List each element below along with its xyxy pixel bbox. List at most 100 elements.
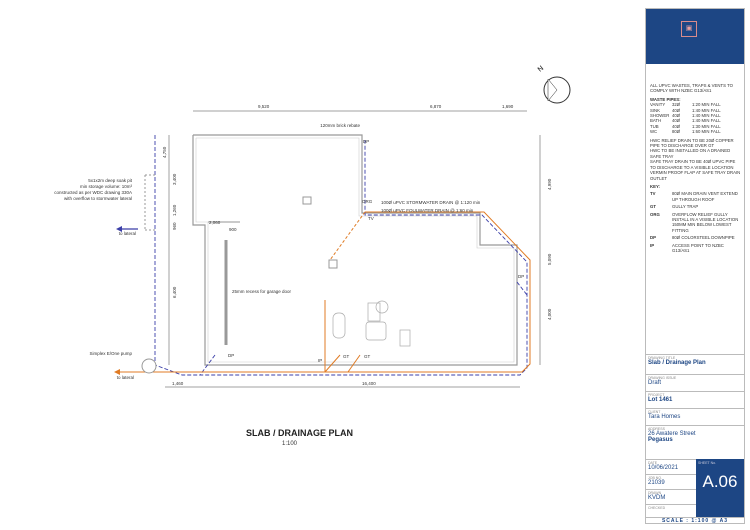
tag-dp: DP [363, 139, 369, 144]
north-arrow-icon [543, 76, 571, 104]
title-block: ▣ ALL uPVC WASTES, TRAPS & VENTS TO COMP… [645, 8, 745, 524]
label: JOB No. [648, 476, 663, 480]
waste-fixture: WC [650, 129, 658, 135]
waste-heading: WASTE PIPES: [650, 96, 681, 102]
to-lateral-label-2: to lateral [117, 375, 134, 380]
label: CHECKED [648, 506, 666, 510]
dim-top-1: 9,520 [258, 104, 270, 109]
plan-title: SLAB / DRAINAGE PLAN [246, 428, 353, 438]
note-paragraph: HWC TO BE INSTALLED ON A DRAINED SAFE TR… [650, 148, 731, 159]
foulwater-arrow [114, 369, 120, 375]
field-job: JOB No.21039 [646, 474, 696, 486]
project: Lot 1461 [648, 397, 673, 403]
dim-inner-1: 2,060 [209, 220, 221, 225]
note-paragraph: SAFE TRAY DRAIN TO BE 40Ø uPVC PIPE TO D… [650, 159, 736, 170]
waste-fall: 1:20 MIN FALL [692, 102, 721, 108]
waste-fall: 1:40 MIN FALL [692, 118, 721, 124]
tag-ip: IP [318, 358, 322, 363]
key-desc: 80Ø COLORSTEEL DOWNPIPE [672, 235, 735, 241]
drawing-title: Slab / Drainage Plan [648, 360, 706, 366]
key-item: GT GULLY TRAP [650, 204, 742, 209]
soak-pit-note-1: 5x1x2m deep soak pit [88, 178, 133, 183]
pump-label: Simplex E/One pump [89, 351, 132, 356]
slab-outline [192, 134, 518, 366]
key-code: IP [650, 242, 655, 248]
note-paragraph: HWC RELIEF DRAIN TO BE 20Ø COPPER PIPE T… [650, 137, 734, 149]
label: SHEET No. [698, 461, 717, 465]
label: PROJECT [648, 393, 665, 397]
dim-inner-2: 900 [229, 227, 237, 232]
label: ADDRESS [648, 427, 665, 431]
key-desc: GULLY TRAP [672, 204, 699, 210]
drawn-by: KVDM [648, 495, 666, 501]
stormwater-drain [154, 135, 528, 376]
key-list: TV 80Ø MAIN DRAIN VENT EXTEND UP THROUGH … [650, 191, 742, 253]
tag-gt-2: GT [364, 354, 371, 359]
waste-fall: 1:60 MIN FALL [692, 129, 721, 135]
notes-intro: ALL uPVC WASTES, TRAPS & VENTS TO COMPLY… [650, 83, 734, 94]
soak-pit-note-4: with overflow to stormwater lateral [64, 196, 132, 201]
dim-top-2: 6,870 [430, 104, 442, 109]
waste-pipe-row: BATH 40Ø 1:40 MIN FALL [650, 118, 742, 123]
note-paragraph: VERMIN PROOF FLAP AT SAFE TRAY DRAIN OUT… [650, 170, 741, 181]
key-desc: ACCESS POINT TO NZBC G13/AS1 [672, 242, 724, 253]
key-desc: 80Ø MAIN DRAIN VENT EXTEND UP THROUGH RO… [672, 191, 738, 202]
dim-left-1: 4,750 [162, 146, 167, 158]
plan-scale: 1:100 [282, 441, 298, 447]
waste-fall: 1:30 MIN FALL [692, 123, 721, 129]
key-desc: OVERFLOW RELIEF GULLY INSTALL IN A VISIB… [672, 211, 739, 233]
tag-tv: TV [368, 216, 374, 221]
dim-left-4: 960 [172, 222, 177, 230]
pump-chamber [141, 358, 157, 374]
waste-fall: 1:40 MIN FALL [692, 107, 721, 113]
key-code: DP [650, 235, 656, 241]
waste-fixture: SINK [650, 107, 661, 113]
key-code: TV [650, 191, 656, 197]
client: Tara Homes [648, 414, 681, 420]
drainage-notes: ALL uPVC WASTES, TRAPS & VENTS TO COMPLY… [650, 83, 742, 253]
job-number: 21039 [648, 480, 665, 486]
waste-fixture: SHOWER [650, 113, 670, 119]
north-label: N [537, 65, 545, 74]
bathroom-fixtures [332, 300, 411, 347]
label: DRAWING ISSUE [648, 376, 677, 380]
dim-right-3: 4,000 [547, 308, 552, 320]
logo-mark-icon: ▣ [681, 21, 697, 37]
tag-gt-1: GT [343, 354, 350, 359]
soak-pit-note-3: constructed as per WDC drawing 330A [54, 190, 132, 195]
key-code: ORG [650, 211, 660, 217]
key-item: TV 80Ø MAIN DRAIN VENT EXTEND UP THROUGH … [650, 191, 742, 202]
sheet-number: A.06 [702, 472, 738, 491]
waste-fixture: BATH [650, 118, 662, 124]
key-item: ORG OVERFLOW RELIEF GULLY INSTALL IN A VI… [650, 212, 742, 234]
dim-left-5: 6,400 [172, 286, 177, 298]
key-item: DP 80Ø COLORSTEEL DOWNPIPE [650, 235, 742, 240]
address-line-2: Pegasus [648, 437, 673, 443]
dim-right-2: 5,090 [547, 253, 552, 265]
waste-fixture: VANITY [650, 102, 666, 108]
sheet-scale: SCALE : 1:100 @ A3 [646, 517, 744, 524]
key-code: GT [650, 204, 656, 210]
dimension-lines [165, 110, 541, 388]
foulwater-drain [118, 211, 531, 373]
tag-dp-3: DP [228, 353, 234, 358]
waste-size: 40Ø [672, 118, 681, 124]
foulwater-drain-label: 100Ø uPVC FOULWATER DRAIN @ 1:60 min [381, 208, 474, 213]
date: 10/06/2021 [648, 465, 679, 471]
to-lateral-label-1: to lateral [119, 231, 136, 236]
company-logo: ▣ [646, 9, 744, 64]
waste-size: 40Ø [672, 123, 681, 129]
label: CLIENT [648, 410, 661, 414]
label: DRAWN [648, 491, 662, 495]
brick-rebate-label: 120mm brick rebate [320, 123, 360, 128]
address-line-1: 26 Awatere Street [648, 431, 696, 437]
